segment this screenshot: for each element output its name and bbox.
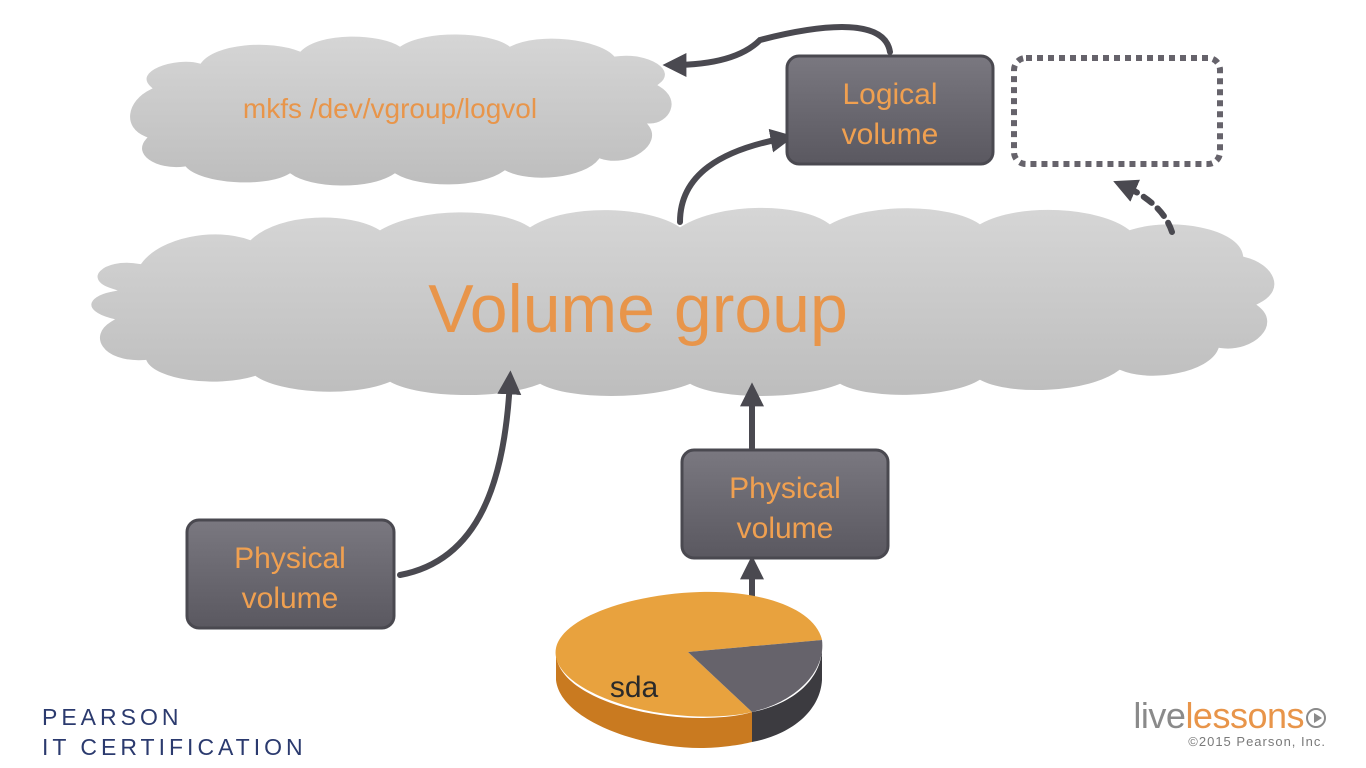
arrow-logical-to-command xyxy=(662,24,893,77)
livelessons-wordmark: livelessons xyxy=(1133,696,1326,736)
physical-volume-right-line2: volume xyxy=(737,512,834,545)
volume-group-cloud: Volume group xyxy=(87,203,1279,400)
livelessons-logo: livelessons ©2015 Pearson, Inc. xyxy=(1133,696,1326,749)
arrow-group-to-logical xyxy=(677,128,795,225)
pearson-line1: PEARSON xyxy=(42,704,183,730)
disk-side-dark xyxy=(752,650,822,742)
physical-volume-left-line2: volume xyxy=(242,582,339,615)
play-icon xyxy=(1306,708,1326,729)
physical-volume-left-box: Physical volume xyxy=(185,518,396,630)
arrow-left-pv-to-group xyxy=(397,370,522,578)
physical-volume-right-line1: Physical xyxy=(729,472,841,505)
pearson-logo: PEARSON IT CERTIFICATION xyxy=(42,702,307,762)
livelessons-live: live xyxy=(1133,695,1186,736)
disk-slice-dark xyxy=(688,640,823,712)
livelessons-lessons: lessons xyxy=(1185,695,1304,736)
logical-volume-line2: volume xyxy=(842,118,939,151)
disk-label: sda xyxy=(610,671,659,704)
physical-volume-right-box: Physical volume xyxy=(680,448,890,560)
disk-side-orange xyxy=(556,655,752,748)
physical-volume-left-line1: Physical xyxy=(234,542,346,575)
disk-slice-orange xyxy=(555,591,822,717)
logical-volume-line1: Logical xyxy=(842,78,937,111)
pearson-line2: IT CERTIFICATION xyxy=(42,734,307,760)
empty-placeholder-box xyxy=(1011,55,1223,167)
command-cloud-text: mkfs /dev/vgroup/logvol xyxy=(243,93,537,124)
disk-sda-pie: sda xyxy=(555,591,823,748)
command-cloud: mkfs /dev/vgroup/logvol xyxy=(127,31,675,189)
volume-group-text: Volume group xyxy=(428,271,848,347)
logical-volume-box: Logical volume xyxy=(785,54,995,166)
arrow-group-to-empty xyxy=(1113,179,1175,235)
copyright-text: ©2015 Pearson, Inc. xyxy=(1188,734,1326,749)
